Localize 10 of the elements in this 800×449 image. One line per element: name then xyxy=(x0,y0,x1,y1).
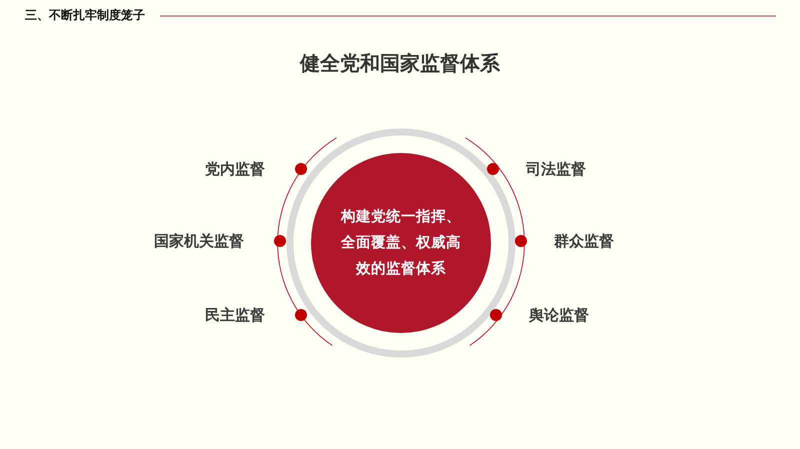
center-text: 构建党统一指挥、全面覆盖、权威高效的监督体系 xyxy=(340,208,462,279)
category-label: 舆论监督 xyxy=(529,306,589,324)
section-heading: 三、不断扎牢制度笼子 xyxy=(25,7,145,24)
category-label: 民主监督 xyxy=(205,306,265,324)
title: 健全党和国家监督体系 xyxy=(298,50,501,77)
category-label: 群众监督 xyxy=(554,232,614,250)
center-circle xyxy=(311,153,491,333)
category-label: 司法监督 xyxy=(526,160,586,178)
category-label: 国家机关监督 xyxy=(154,232,244,250)
category-label: 党内监督 xyxy=(205,160,265,178)
